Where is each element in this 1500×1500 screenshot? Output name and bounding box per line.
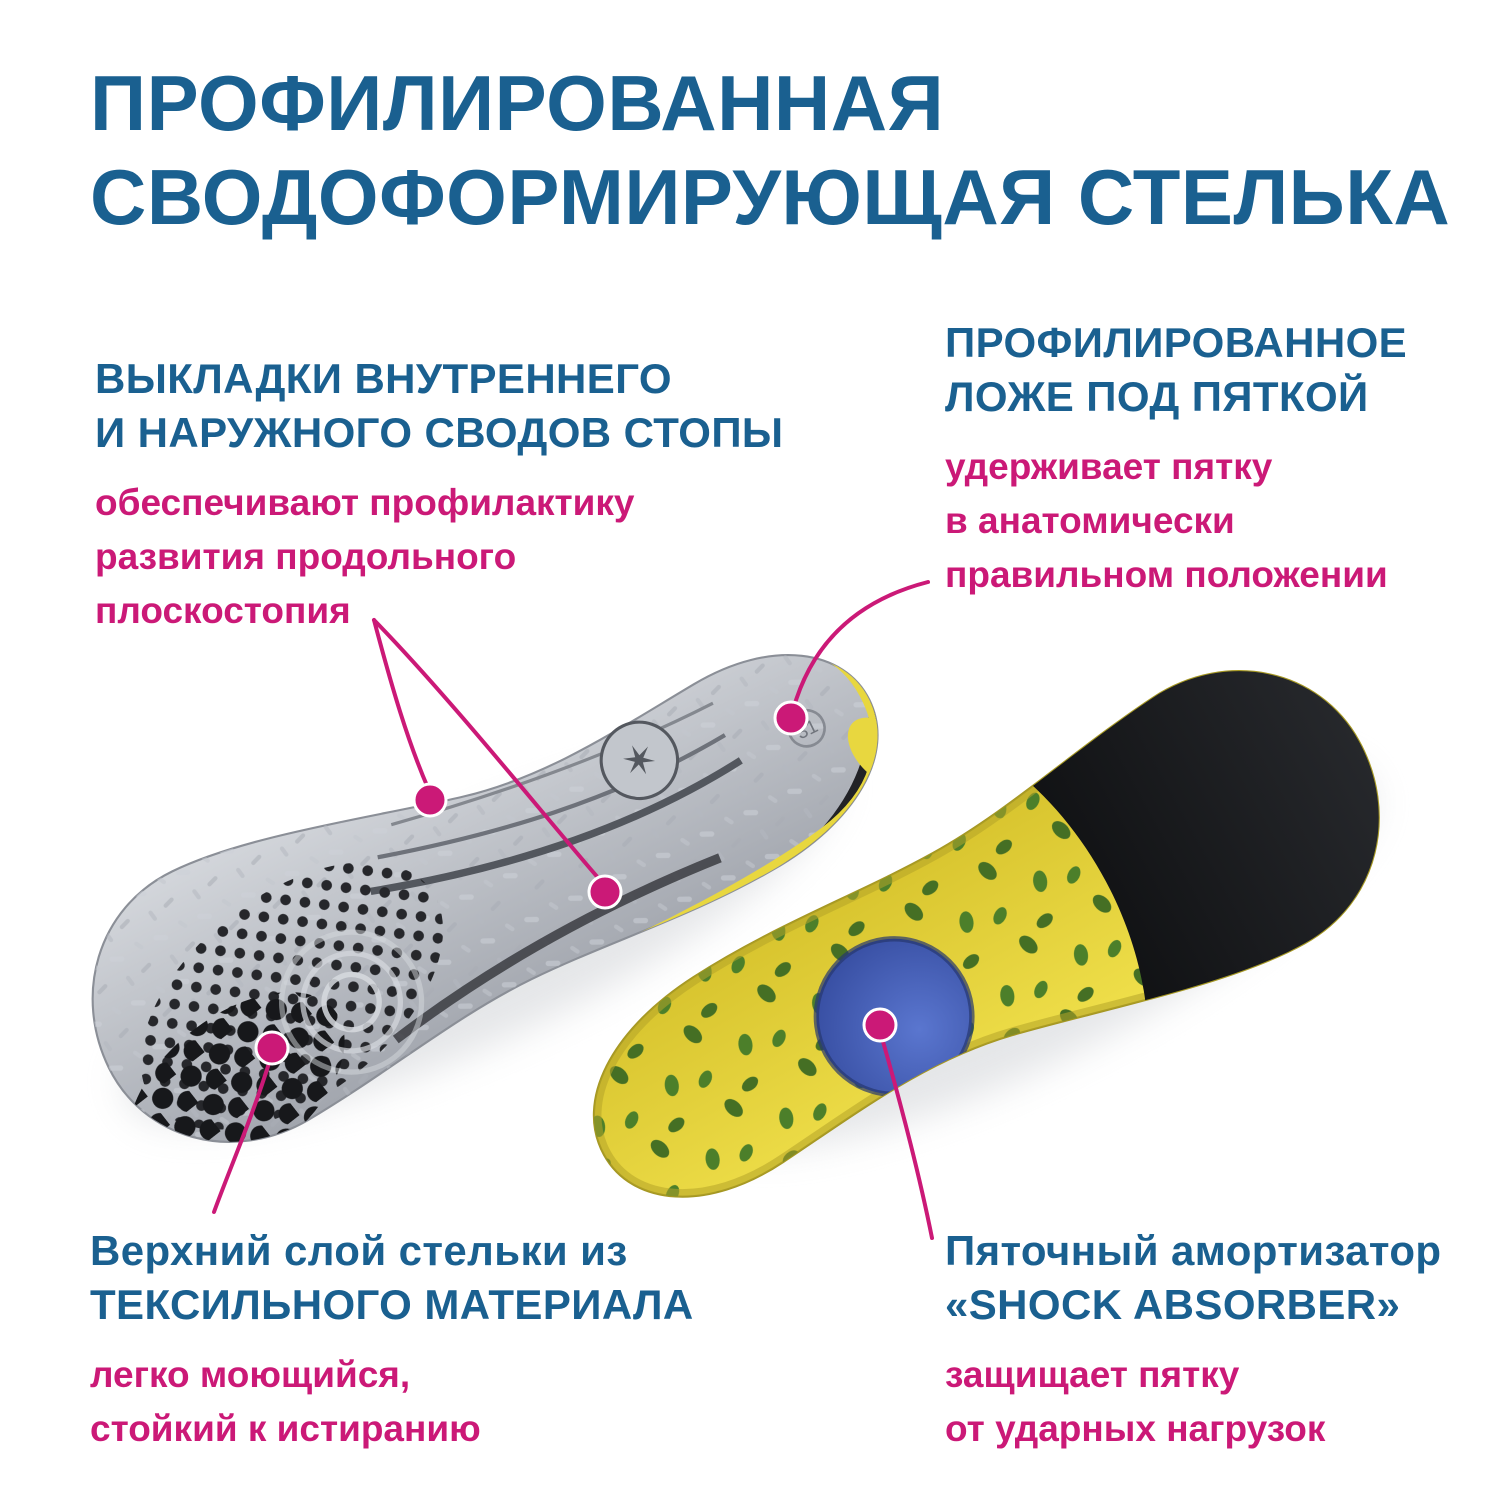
heel-bed-description: удерживает пятку в анатомически правильн… [945, 440, 1407, 602]
ripple-rings [278, 929, 425, 1075]
callout-line-textile [212, 1058, 272, 1214]
shock-heading-line-2: «SHOCK ABSORBER» [945, 1281, 1401, 1328]
shock-description: защищает пятку от ударных нагрузок [945, 1348, 1441, 1456]
page-title-line-1: ПРОФИЛИРОВАННАЯ [90, 59, 945, 147]
arch-line [377, 733, 727, 860]
heel-bed-desc-line-1: удерживает пятку [945, 446, 1273, 487]
callout-dot-arch-inner [412, 782, 448, 818]
textile-desc-line-1: легко моющийся, [90, 1354, 411, 1395]
page-title: ПРОФИЛИРОВАННАЯ СВОДОФОРМИРУЮЩАЯ СТЕЛЬКА [90, 56, 1450, 244]
heel-bed-desc-line-2: в анатомически [945, 500, 1235, 541]
textile-desc-line-2: стойкий к истиранию [90, 1408, 481, 1449]
callout-dot-textile [254, 1030, 290, 1066]
callout-dot-shock [862, 1007, 898, 1043]
callout-block-textile-layer: Верхний слой стельки из ТЕКСИЛЬНОГО МАТЕ… [90, 1224, 694, 1456]
heel-bed-heading-line-1: ПРОФИЛИРОВАННОЕ [945, 319, 1408, 366]
heel-bed-desc-line-3: правильном положении [945, 554, 1388, 595]
textile-heading-line-1: Верхний слой стельки из [90, 1227, 628, 1274]
callout-line-arch-outer [372, 618, 602, 882]
textile-heading-line-2: ТЕКСИЛЬНОГО МАТЕРИАЛА [90, 1281, 694, 1328]
shock-desc-line-2: от ударных нагрузок [945, 1408, 1326, 1449]
arch-pads-heading-line-1: ВЫКЛАДКИ ВНУТРЕННЕГО [95, 355, 672, 402]
callout-dot-heel-bed [773, 700, 809, 736]
heel-bed-heading-line-2: ЛОЖЕ ПОД ПЯТКОЙ [945, 373, 1369, 420]
brand-stamp-icon: ✶ [599, 720, 680, 801]
arch-line [392, 853, 722, 1044]
callout-block-shock-absorber: Пяточный амортизатор «SHOCK ABSORBER» за… [945, 1224, 1441, 1456]
page-title-line-2: СВОДОФОРМИРУЮЩАЯ СТЕЛЬКА [90, 153, 1451, 241]
arch-pads-heading-line-2: И НАРУЖНОГО СВОДОВ СТОПЫ [95, 409, 784, 456]
callout-block-arch-pads: ВЫКЛАДКИ ВНУТРЕННЕГО И НАРУЖНОГО СВОДОВ … [95, 352, 783, 638]
callout-dot-arch-outer [587, 874, 623, 910]
shock-desc-line-1: защищает пятку [945, 1354, 1240, 1395]
callout-line-shock [880, 1036, 934, 1240]
shock-heading-line-1: Пяточный амортизатор [945, 1227, 1442, 1274]
arch-pads-desc-line-3: плоскостопия [95, 590, 351, 631]
callout-line-heel-bed [791, 580, 930, 712]
callout-block-heel-bed: ПРОФИЛИРОВАННОЕ ЛОЖЕ ПОД ПЯТКОЙ удержива… [945, 316, 1407, 602]
textile-description: легко моющийся, стойкий к истиранию [90, 1348, 694, 1456]
arch-pads-description: обеспечивают профилактику развития продо… [95, 476, 783, 638]
arch-pads-desc-line-1: обеспечивают профилактику [95, 482, 635, 523]
callout-line-arch-inner [372, 618, 430, 790]
arch-pads-desc-line-2: развития продольного [95, 536, 517, 577]
